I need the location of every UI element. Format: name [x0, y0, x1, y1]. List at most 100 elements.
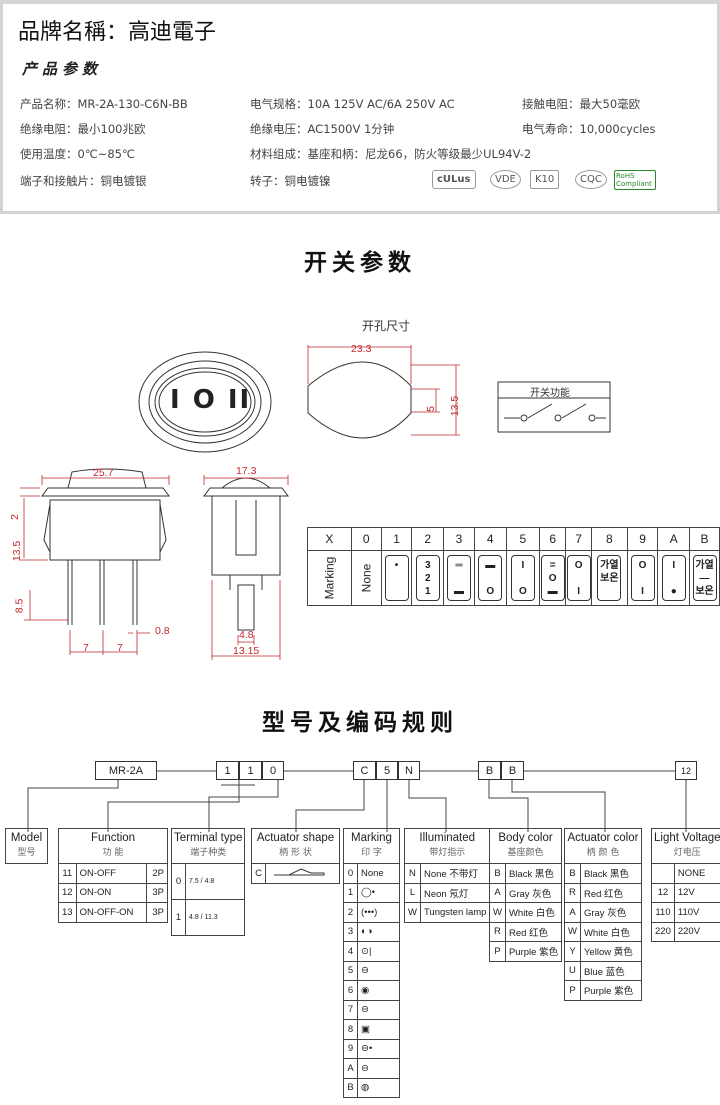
header-cn: 基座颜色	[507, 848, 544, 858]
option-code: 2	[343, 902, 358, 923]
actuator-marking: I O II	[170, 385, 252, 415]
dim-hole-height: 13.5	[449, 395, 462, 417]
marking-header-cell: 5	[505, 527, 541, 551]
code-connector-lines	[27, 770, 687, 832]
marking-row-label-cell: Marking	[307, 550, 352, 606]
header-en: Actuator shape	[256, 832, 335, 844]
header-cn: 印 字	[361, 848, 382, 858]
option-value: ◍	[357, 1077, 400, 1098]
option-value: Blue 蓝色	[579, 960, 643, 981]
product-params-panel	[0, 0, 720, 214]
spec-text: 电气规格：10A 125V AC/6A 250V AC	[250, 97, 455, 111]
table-row: 3◐◑	[343, 921, 400, 942]
table-row: B◍	[343, 1077, 400, 1098]
code-prefix: MR-2A	[95, 761, 157, 780]
code-digit: 1	[239, 761, 262, 780]
option-code: R	[564, 882, 581, 903]
option-value: NONE	[673, 863, 720, 884]
option-value: 110V	[673, 902, 720, 923]
option-code	[651, 863, 675, 884]
option-code: B	[489, 863, 506, 884]
option-code: P	[489, 941, 506, 962]
marking-symbol-icon: 3 2 1	[415, 555, 440, 601]
marking-header-cell: 8	[591, 527, 628, 551]
function-label: 开关功能	[530, 388, 570, 399]
actuator-shape-icon	[274, 868, 325, 876]
option-value: 12V	[673, 882, 720, 903]
option-value: 2P	[145, 863, 169, 884]
option-value: Black 黑色	[579, 863, 643, 884]
option-value: ON-OFF	[75, 863, 147, 884]
code-body-color: B	[478, 761, 501, 780]
marking-symbol-cell: 가열 — 보온	[689, 550, 720, 606]
option-code: A	[564, 902, 581, 923]
marking-header-cell: 3	[443, 527, 475, 551]
option-value: ON-OFF-ON	[75, 902, 147, 923]
option-value: Red 红色	[504, 921, 563, 942]
marking-symbol-icon: •	[384, 555, 409, 601]
option-value: ⊖	[357, 960, 400, 981]
header-en: Light Voltage	[654, 832, 720, 844]
option-value: ⊖•	[357, 1038, 400, 1059]
header-cn: 型号	[17, 848, 36, 858]
option-code: 12	[58, 882, 77, 903]
header-en: Model	[10, 832, 43, 844]
option-value: Red 红色	[579, 882, 643, 903]
dim-front-width: 17.3	[236, 465, 257, 477]
option-value: 3P	[145, 882, 169, 903]
marking-symbol-cell: O I	[565, 550, 593, 606]
front-view-drawing	[203, 475, 289, 660]
option-value: Purple 紫色	[504, 941, 563, 962]
marking-header-cell: A	[657, 527, 691, 551]
option-code: 12	[651, 882, 675, 903]
option-value: ON-ON	[75, 882, 147, 903]
option-value: White 白色	[504, 902, 563, 923]
marking-header-cell: X	[307, 527, 352, 551]
option-value: ▣	[357, 1019, 400, 1040]
option-code: 9	[343, 1038, 358, 1059]
table-header: Model 型号	[5, 828, 48, 864]
option-code: B	[564, 863, 581, 884]
option-code: Y	[564, 941, 581, 962]
code-digit: 1	[216, 761, 239, 780]
option-value: ◉	[357, 980, 400, 1001]
code-illuminated: N	[398, 761, 420, 780]
dim-side-top: 2	[8, 514, 21, 520]
option-value: Tungsten lamp	[419, 902, 491, 923]
option-code: R	[489, 921, 506, 942]
option-value: Gray 灰色	[504, 882, 563, 903]
spec-text: 接触电阻：最大50毫欧	[522, 97, 641, 111]
option-value: ◯•	[357, 882, 400, 903]
table-header: Light Voltage 灯电压	[651, 828, 720, 864]
spec-text: 电气寿命：10,000cycles	[522, 122, 656, 136]
option-value: (•••)	[357, 902, 400, 923]
option-code: 220	[651, 921, 675, 942]
section-title-model-code: 型号及编码规则	[262, 710, 458, 736]
marking-header-cell: 1	[380, 527, 413, 551]
spec-text: 转子：铜电镀镍	[250, 174, 331, 188]
option-code: 0	[343, 863, 358, 884]
dim-front-tab: 4.8	[239, 629, 254, 641]
function-diagram	[497, 381, 611, 433]
option-code: 7	[343, 999, 358, 1020]
option-value: Yellow 黄色	[579, 941, 643, 962]
marking-symbol-cell: = O ▬	[539, 550, 567, 606]
header-cn: 灯电压	[673, 848, 701, 858]
marking-symbol-cell: ▬ O	[473, 550, 507, 606]
spec-text: 使用温度：0℃~85℃	[20, 147, 135, 161]
